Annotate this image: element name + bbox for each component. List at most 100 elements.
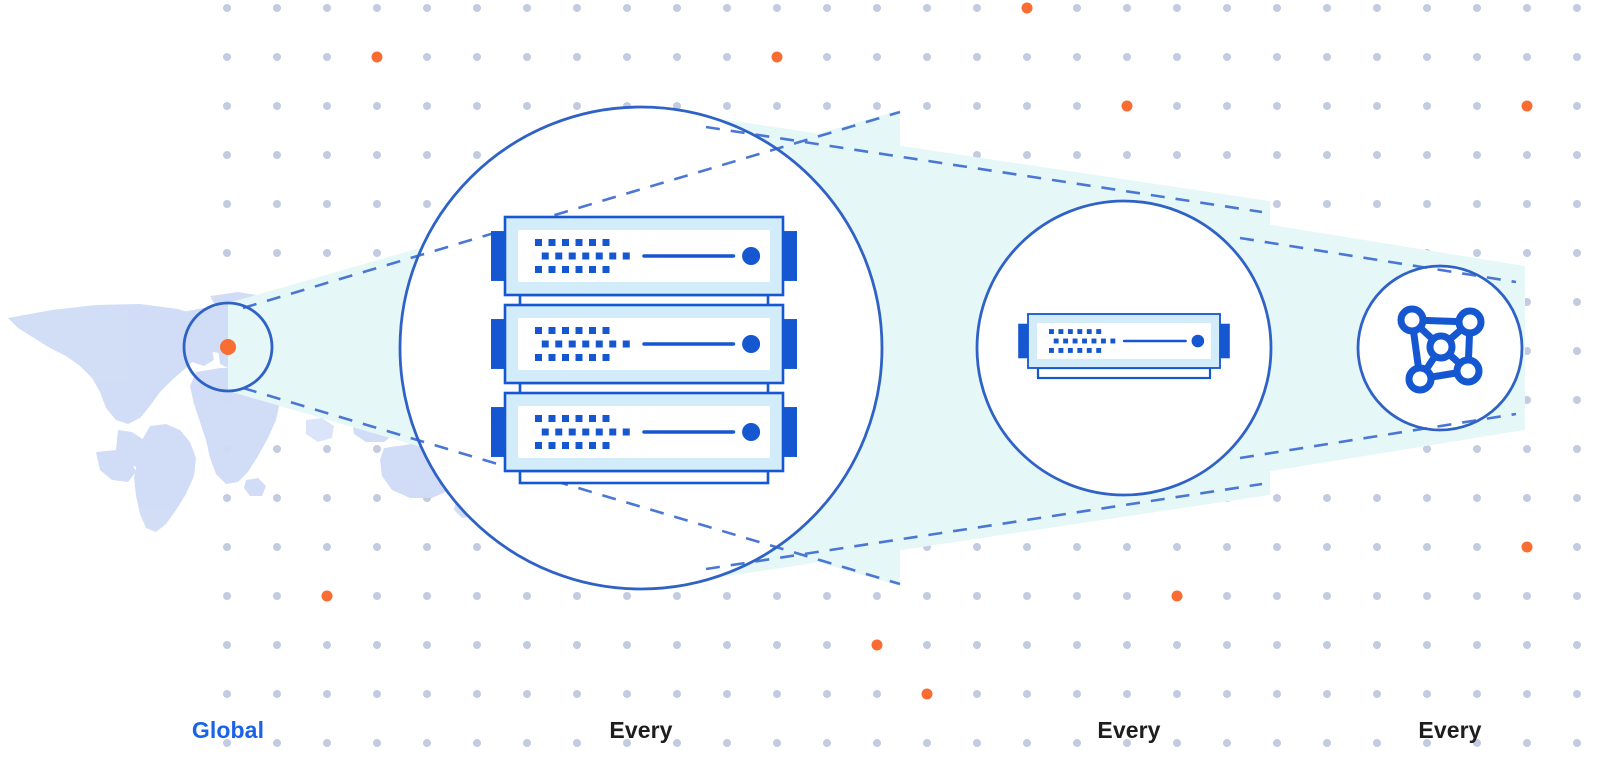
grid-dot [1073, 690, 1081, 698]
grid-dot [1023, 641, 1031, 649]
led-square [568, 340, 576, 348]
led-square [1082, 338, 1087, 344]
led-square [1100, 338, 1106, 344]
dashed-guide-top-2 [705, 125, 1263, 214]
grid-dot [373, 690, 381, 698]
grid-dot [1323, 543, 1331, 551]
grid-dot [823, 4, 831, 12]
grid-dot [423, 4, 431, 12]
led-square [555, 340, 563, 348]
led-square [589, 266, 596, 273]
grid-dot [423, 739, 431, 747]
grid-dot [523, 739, 531, 747]
grid-dot [1573, 543, 1581, 551]
led-square [575, 327, 583, 334]
grid-dot [1473, 200, 1481, 208]
grid-dot [673, 641, 681, 649]
grid-dot [1123, 4, 1131, 12]
grid-dot [1323, 4, 1331, 12]
grid-dot [1573, 347, 1581, 355]
led-square [535, 442, 542, 449]
led-square [595, 340, 603, 348]
grid-dot [223, 53, 231, 61]
grid-dot [273, 739, 281, 747]
led-square [562, 442, 569, 449]
grid-dot [823, 53, 831, 61]
led-square [575, 442, 583, 449]
grid-dot [1523, 4, 1531, 12]
grid-dot [1023, 53, 1031, 61]
led-square [582, 428, 590, 436]
grid-dot [223, 543, 231, 551]
grid-dot [1223, 739, 1231, 747]
grid-dot [1123, 53, 1131, 61]
grid-dot [1323, 739, 1331, 747]
grid-dot [673, 739, 681, 747]
led-square [1049, 348, 1054, 353]
server-side-tab-right [781, 231, 797, 281]
led-square [602, 442, 610, 449]
grid-dot [1223, 690, 1231, 698]
grid-dot [1573, 739, 1581, 747]
led-square [548, 442, 556, 449]
led-square [1096, 348, 1102, 353]
server-side-tab-left [491, 407, 507, 457]
led-square [1058, 329, 1064, 334]
grid-dot [1173, 102, 1181, 110]
led-square [589, 327, 596, 334]
grid-dot [1573, 151, 1581, 159]
server-side-tab-left [491, 231, 507, 281]
led-square [535, 415, 542, 422]
grid-dot [773, 4, 781, 12]
grid-dot [423, 690, 431, 698]
grid-dot [1373, 200, 1381, 208]
grid-dot [1423, 53, 1431, 61]
grid-dot [1573, 396, 1581, 404]
grid-dot [1573, 249, 1581, 257]
grid-dot [1473, 102, 1481, 110]
grid-dot [1423, 200, 1431, 208]
grid-dot [1573, 592, 1581, 600]
grid-dot [1473, 739, 1481, 747]
led-square [609, 252, 617, 260]
grid-dot [1573, 298, 1581, 306]
accent-dot [921, 688, 933, 700]
grid-dot [373, 102, 381, 110]
led-square [1072, 338, 1078, 344]
grid-dot [323, 690, 331, 698]
led-square [548, 266, 556, 273]
led-square [535, 354, 542, 361]
led-square [568, 252, 576, 260]
led-square [595, 428, 603, 436]
grid-dot [873, 53, 881, 61]
accent-dot [321, 590, 333, 602]
mesh-node-bottom-left [1405, 364, 1435, 394]
server-side-tab-left [1018, 323, 1030, 359]
grid-dot [1523, 494, 1531, 502]
accent-dot [1521, 541, 1533, 553]
grid-dot [1073, 53, 1081, 61]
grid-dot [1473, 151, 1481, 159]
led-square [1077, 329, 1083, 334]
grid-dot [473, 53, 481, 61]
dashed-guide-bottom-2 [705, 482, 1263, 571]
grid-dot [723, 4, 731, 12]
circle-outline-server [975, 199, 1273, 497]
grid-dot [923, 592, 931, 600]
led-square [1110, 338, 1116, 344]
grid-dot [1373, 739, 1381, 747]
grid-dot [473, 543, 481, 551]
grid-dot [373, 641, 381, 649]
grid-dot [1473, 690, 1481, 698]
grid-dot [473, 151, 481, 159]
grid-dot [773, 102, 781, 110]
server-status-dot [742, 335, 761, 353]
grid-dot [373, 494, 381, 502]
grid-dot [573, 592, 581, 600]
led-square [575, 266, 583, 273]
led-square [609, 428, 617, 436]
grid-dot [223, 592, 231, 600]
grid-dot [1573, 445, 1581, 453]
grid-dot [873, 102, 881, 110]
